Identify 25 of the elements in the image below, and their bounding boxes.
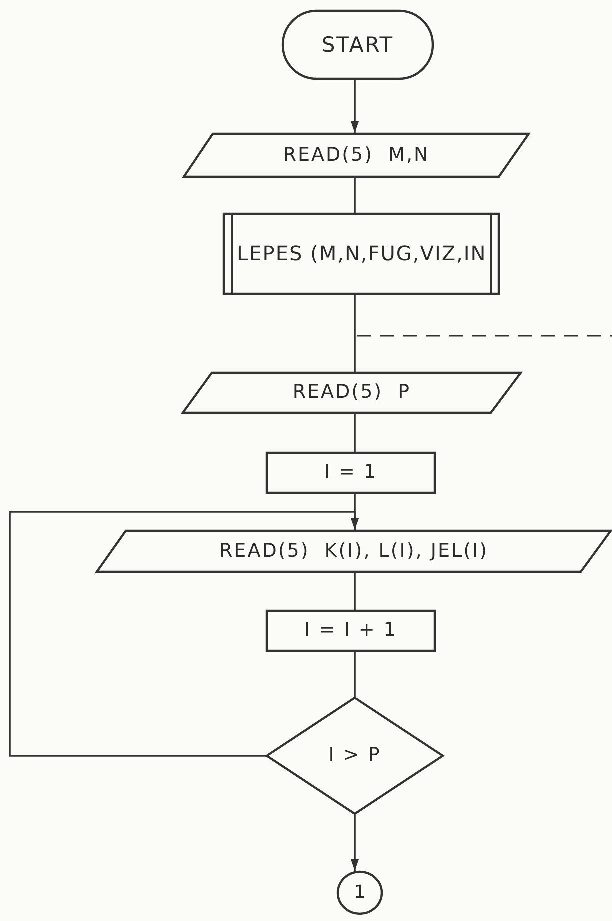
arrow [9, 511, 360, 757]
node-text: READ(5) M,N [282, 142, 431, 168]
connector-line [354, 573, 356, 610]
node-text: I = 1 [323, 460, 379, 486]
arrow [350, 815, 360, 871]
decision-diamond [266, 697, 444, 815]
process-box [266, 452, 436, 494]
connector-line [354, 414, 356, 452]
node-text: READ(5) K(I), L(I), JEL(I) [218, 538, 490, 564]
node-text: LEPES (M,N,FUG,VIZ,IN [237, 240, 488, 268]
connector-line [354, 295, 356, 372]
node-text: START [320, 32, 396, 59]
node-text: READ(5) P [292, 380, 412, 406]
node-text: 1 [353, 880, 367, 905]
process-box [266, 610, 436, 652]
connector-line [354, 652, 356, 697]
input-parallelogram [96, 530, 612, 573]
subroutine-box [223, 213, 500, 295]
input-parallelogram [183, 133, 530, 178]
node-text: I = I + 1 [304, 618, 398, 644]
connector-circle [337, 871, 383, 915]
input-parallelogram [182, 372, 522, 414]
arrow [350, 80, 360, 133]
connector-line [354, 178, 356, 213]
node-text: I > P [328, 743, 382, 768]
